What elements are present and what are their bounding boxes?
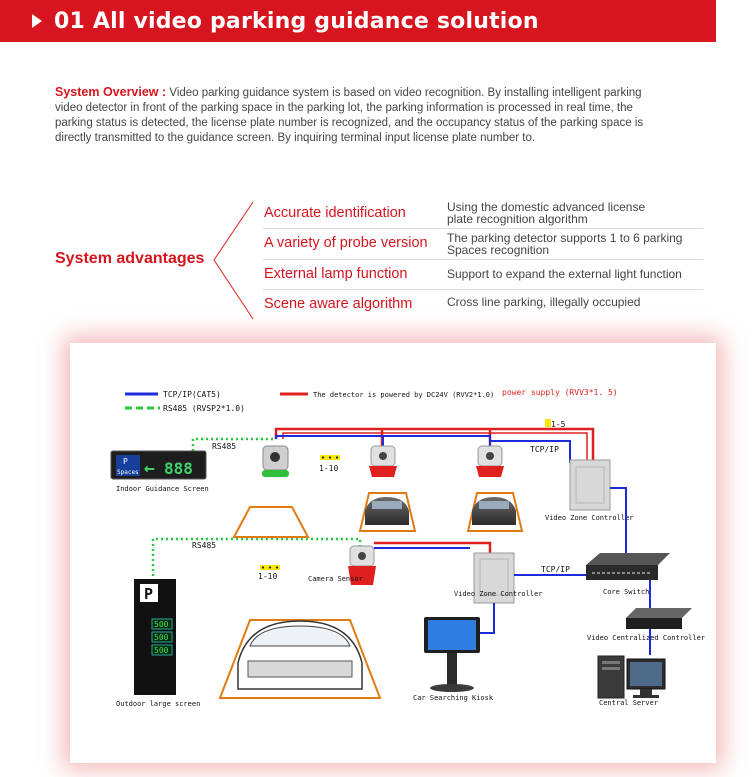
car-top-2 [466, 492, 524, 532]
indoor-screen-label: Indoor Guidance Screen [116, 485, 209, 493]
play-triangle-icon [32, 14, 42, 28]
svg-text:500: 500 [154, 620, 169, 629]
legend-rs485-text: RS485 (RVSP2*1.0) [163, 404, 245, 413]
svg-text:500: 500 [154, 646, 169, 655]
advantage-desc-3: Support to expand the external light fun… [447, 267, 682, 281]
rs485-top-line [191, 437, 276, 461]
svg-text:Car Searching Kiosk: Car Searching Kiosk [413, 694, 494, 702]
advantage-desc-1a: Using the domestic advanced license [447, 200, 646, 214]
camera-detector-3 [476, 445, 504, 477]
legend: TCP/IP(CAT5) RS485 (RVSP2*1.0) The detec… [125, 388, 618, 413]
advantages-bracket [213, 201, 254, 320]
advantage-desc-1b: plate recognition algorithm [447, 212, 588, 226]
overview-text: Video parking guidance system is based o… [55, 87, 644, 144]
svg-text:Core Switch: Core Switch [603, 588, 649, 596]
svg-text:←: ← [144, 458, 155, 479]
camera-sensor: Camera Sensor [308, 545, 376, 585]
divider [263, 228, 703, 229]
svg-text:888: 888 [164, 459, 193, 478]
advantages-title: System advantages [55, 250, 205, 267]
legend-supply-text: power supply (RVV3*1. 5) [502, 388, 618, 397]
camera-sensor-label: Camera Sensor [308, 575, 363, 583]
video-zone-controller-mid: Video Zone Controller [454, 552, 543, 604]
overview-lead: System Overview : [55, 85, 167, 99]
camera-detector-2 [369, 445, 397, 477]
range-right: 1-5 [545, 419, 566, 429]
car-large [218, 619, 382, 699]
rs485-top-label: RS485 [212, 442, 236, 451]
rs485-mid-line [151, 537, 362, 586]
svg-text:Central Server: Central Server [599, 699, 658, 707]
advantage-desc-2b: Spaces recognition [447, 243, 550, 257]
svg-text:Outdoor large screen: Outdoor large screen [116, 700, 200, 708]
system-overview: System Overview : Video parking guidance… [55, 85, 670, 146]
power-line-top [274, 427, 595, 460]
car-searching-kiosk: Car Searching Kiosk [413, 617, 494, 702]
svg-text:P: P [144, 585, 153, 603]
advantage-name-4: Scene aware algorithm [264, 296, 413, 312]
section-title: 01 All video parking guidance solution [54, 8, 539, 34]
empty-space-marker [232, 506, 310, 538]
topology-diagram: TCP/IP(CAT5) RS485 (RVSP2*1.0) The detec… [70, 343, 716, 763]
tcpip-top-label: TCP/IP [530, 445, 559, 454]
svg-text:Spaces: Spaces [117, 469, 139, 476]
svg-text:1-10: 1-10 [258, 572, 277, 581]
central-server: Central Server [597, 655, 666, 707]
core-switch: Core Switch [586, 553, 670, 596]
section-header: 01 All video parking guidance solution [0, 0, 716, 42]
svg-text:P: P [123, 457, 128, 466]
camera-detector-1 [262, 445, 289, 477]
legend-tcp-text: TCP/IP(CAT5) [163, 390, 221, 399]
legend-power-text: The detector is powered by DC24V (RVV2*1… [313, 391, 494, 399]
topology-svg: TCP/IP(CAT5) RS485 (RVSP2*1.0) The detec… [110, 388, 705, 708]
divider [263, 259, 703, 260]
range-mid: 1-10 [258, 565, 280, 581]
svg-text:1-5: 1-5 [551, 420, 566, 429]
advantage-name-1: Accurate identification [264, 205, 406, 221]
advantage-desc-2a: The parking detector supports 1 to 6 par… [447, 231, 683, 245]
video-zone-controller-top: Video Zone Controller [545, 459, 634, 522]
divider [263, 289, 703, 290]
svg-text:Video Zone Controller: Video Zone Controller [454, 590, 543, 598]
indoor-guidance-screen: P Spaces ← 888 Indoor Guidance Screen [110, 450, 209, 493]
advantage-desc-4: Cross line parking, illegally occupied [447, 295, 641, 309]
advantage-name-3: External lamp function [264, 266, 408, 282]
tcpip-mid-label: TCP/IP [541, 565, 570, 574]
rs485-mid-label: RS485 [192, 541, 216, 550]
outdoor-large-screen: P 500 500 500 Outdoor large screen [116, 579, 200, 708]
svg-text:Video Zone Controller: Video Zone Controller [545, 514, 634, 522]
svg-text:1-10: 1-10 [319, 464, 338, 473]
video-centralized-controller: Video Centralized Controller [587, 608, 705, 642]
car-top-1 [358, 492, 417, 532]
svg-text:500: 500 [154, 633, 169, 642]
range-top: 1-10 [319, 455, 340, 473]
svg-text:Video Centralized Controller: Video Centralized Controller [587, 634, 705, 642]
advantage-name-2: A variety of probe version [264, 235, 428, 251]
